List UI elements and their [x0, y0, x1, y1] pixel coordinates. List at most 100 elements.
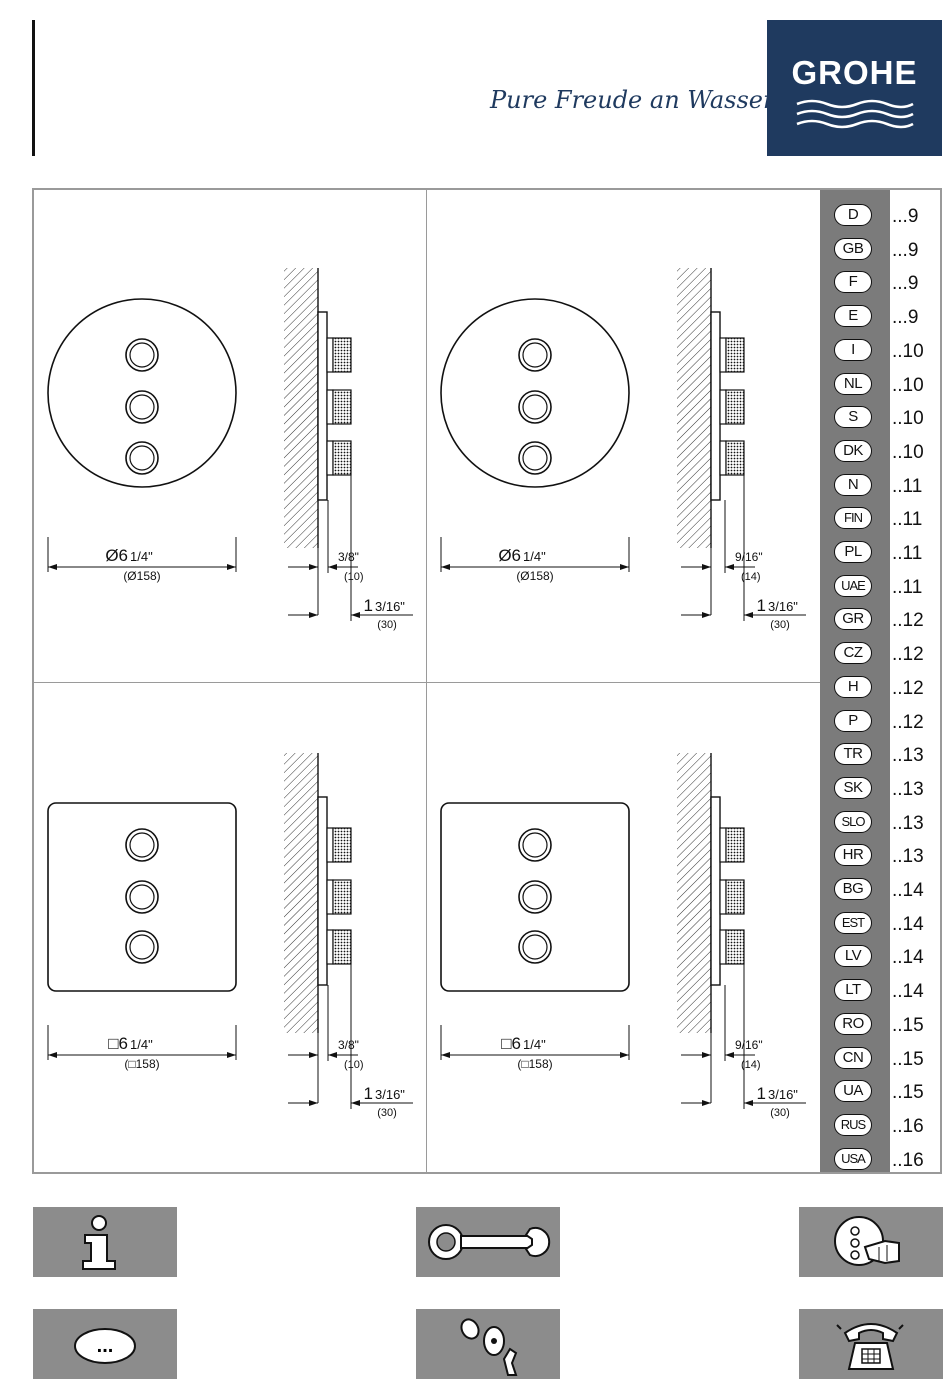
language-entry[interactable]: DK..10 [820, 439, 940, 474]
button-icon [518, 390, 552, 424]
projection-mm: (30) [770, 619, 790, 631]
width-value: Ø6 [105, 546, 128, 565]
language-entry[interactable]: S..10 [820, 406, 940, 440]
knob-side [725, 929, 745, 965]
language-entry[interactable]: USA..16 [820, 1147, 940, 1182]
width-mm: (Ø158) [516, 569, 553, 583]
language-code-badge: SK [834, 776, 872, 799]
language-entry[interactable]: EST..14 [820, 911, 940, 946]
depth-mm: (14) [741, 571, 761, 583]
knob-side [725, 879, 745, 915]
language-entry[interactable]: D...9 [820, 204, 940, 238]
margin-bar [32, 20, 35, 156]
language-entry[interactable]: HR..13 [820, 844, 940, 878]
button-icon [125, 390, 159, 424]
language-code-badge: P [834, 709, 872, 732]
projection-fraction: 3/16" [375, 599, 405, 614]
projection-mm: (30) [377, 1107, 397, 1119]
language-entry[interactable]: NL..10 [820, 372, 940, 407]
width-mm: (□158) [124, 1057, 159, 1071]
knob-side [725, 389, 745, 425]
button-icon [125, 880, 159, 914]
language-entry[interactable]: RO..15 [820, 1012, 940, 1047]
language-entry[interactable]: UAE..11 [820, 574, 940, 609]
language-entry[interactable]: FIN..11 [820, 507, 940, 541]
language-entry[interactable]: UA..15 [820, 1080, 940, 1114]
grohe-logo: GROHE [767, 20, 942, 156]
language-page-number: ..10 [892, 441, 924, 463]
projection-value: 1 [757, 1084, 766, 1103]
language-code-badge: EST [834, 911, 872, 934]
button-icon [125, 930, 159, 964]
language-code-badge: PL [834, 541, 872, 563]
info-icon[interactable] [33, 1207, 177, 1277]
language-page-number: ..13 [892, 812, 924, 834]
plate-side [710, 796, 721, 986]
language-code-badge: F [834, 271, 872, 294]
spare-parts-icon[interactable] [416, 1309, 560, 1379]
language-page-number: ...9 [892, 239, 919, 261]
depth-fraction: 3/8" [338, 550, 359, 564]
wall-section [284, 753, 318, 1033]
language-entry[interactable]: RUS..16 [820, 1113, 940, 1148]
language-code-badge: LT [834, 979, 872, 1002]
wall-section [677, 268, 711, 548]
language-entry[interactable]: E...9 [820, 305, 940, 339]
knob-side [332, 879, 352, 915]
width-mm: (Ø158) [123, 569, 160, 583]
wrench-icon[interactable] [416, 1207, 560, 1277]
language-page-number: ..11 [892, 543, 923, 564]
language-page-number: ..13 [892, 846, 924, 868]
language-page-number: ...9 [892, 273, 919, 295]
language-entry[interactable]: CN..15 [820, 1046, 940, 1081]
language-entry[interactable]: F ...9 [820, 271, 940, 305]
language-page-number: ..10 [892, 340, 924, 362]
button-icon [518, 930, 552, 964]
language-code-badge: TR [834, 743, 872, 766]
language-code-badge: CZ [834, 642, 872, 665]
language-entry[interactable]: LV..14 [820, 945, 940, 979]
language-page-number: ...9 [892, 206, 919, 227]
language-page-number: ..16 [892, 1149, 924, 1171]
diagram-frame [32, 188, 942, 1174]
wall-section [677, 753, 711, 1033]
panel-divider-horizontal [34, 682, 820, 683]
language-page-number: ..13 [892, 778, 924, 800]
button-icon [125, 441, 159, 475]
width-value: Ø6 [498, 546, 521, 565]
language-entry[interactable]: H..12 [820, 675, 940, 710]
plate-side [317, 796, 328, 986]
depth-fraction: 9/16" [735, 550, 763, 564]
language-page-number: ..13 [892, 745, 924, 767]
language-entry[interactable]: I..10 [820, 338, 940, 373]
language-entry[interactable]: PL ..11 [820, 541, 940, 575]
language-entry[interactable]: SK ..13 [820, 776, 940, 811]
button-icon [518, 880, 552, 914]
language-page-number: ..10 [892, 374, 924, 396]
language-entry[interactable]: GR..12 [820, 608, 940, 642]
language-entry[interactable]: LT..14 [820, 979, 940, 1013]
width-fraction: 1/4" [523, 1037, 546, 1052]
button-icon [518, 441, 552, 475]
knob-side [725, 337, 745, 373]
language-entry[interactable]: BG..14 [820, 878, 940, 912]
ellipsis-icon[interactable]: ... [33, 1309, 177, 1379]
language-page-number: ..11 [892, 509, 923, 531]
language-entry[interactable]: SLO..13 [820, 810, 940, 845]
language-entry[interactable]: TR ..13 [820, 743, 940, 777]
language-entry[interactable]: P..12 [820, 709, 940, 744]
language-page-number: ..15 [892, 1082, 924, 1104]
panel-divider-vertical [426, 190, 427, 1172]
language-entry[interactable]: GB...9 [820, 237, 940, 272]
button-icon [125, 338, 159, 372]
more-label: ... [97, 1335, 114, 1357]
language-entry[interactable]: CZ..12 [820, 642, 940, 676]
installation-icon[interactable] [799, 1207, 943, 1277]
language-entry[interactable]: N..11 [820, 473, 940, 508]
service-phone-icon[interactable] [799, 1309, 943, 1379]
projection-mm: (30) [377, 619, 397, 631]
